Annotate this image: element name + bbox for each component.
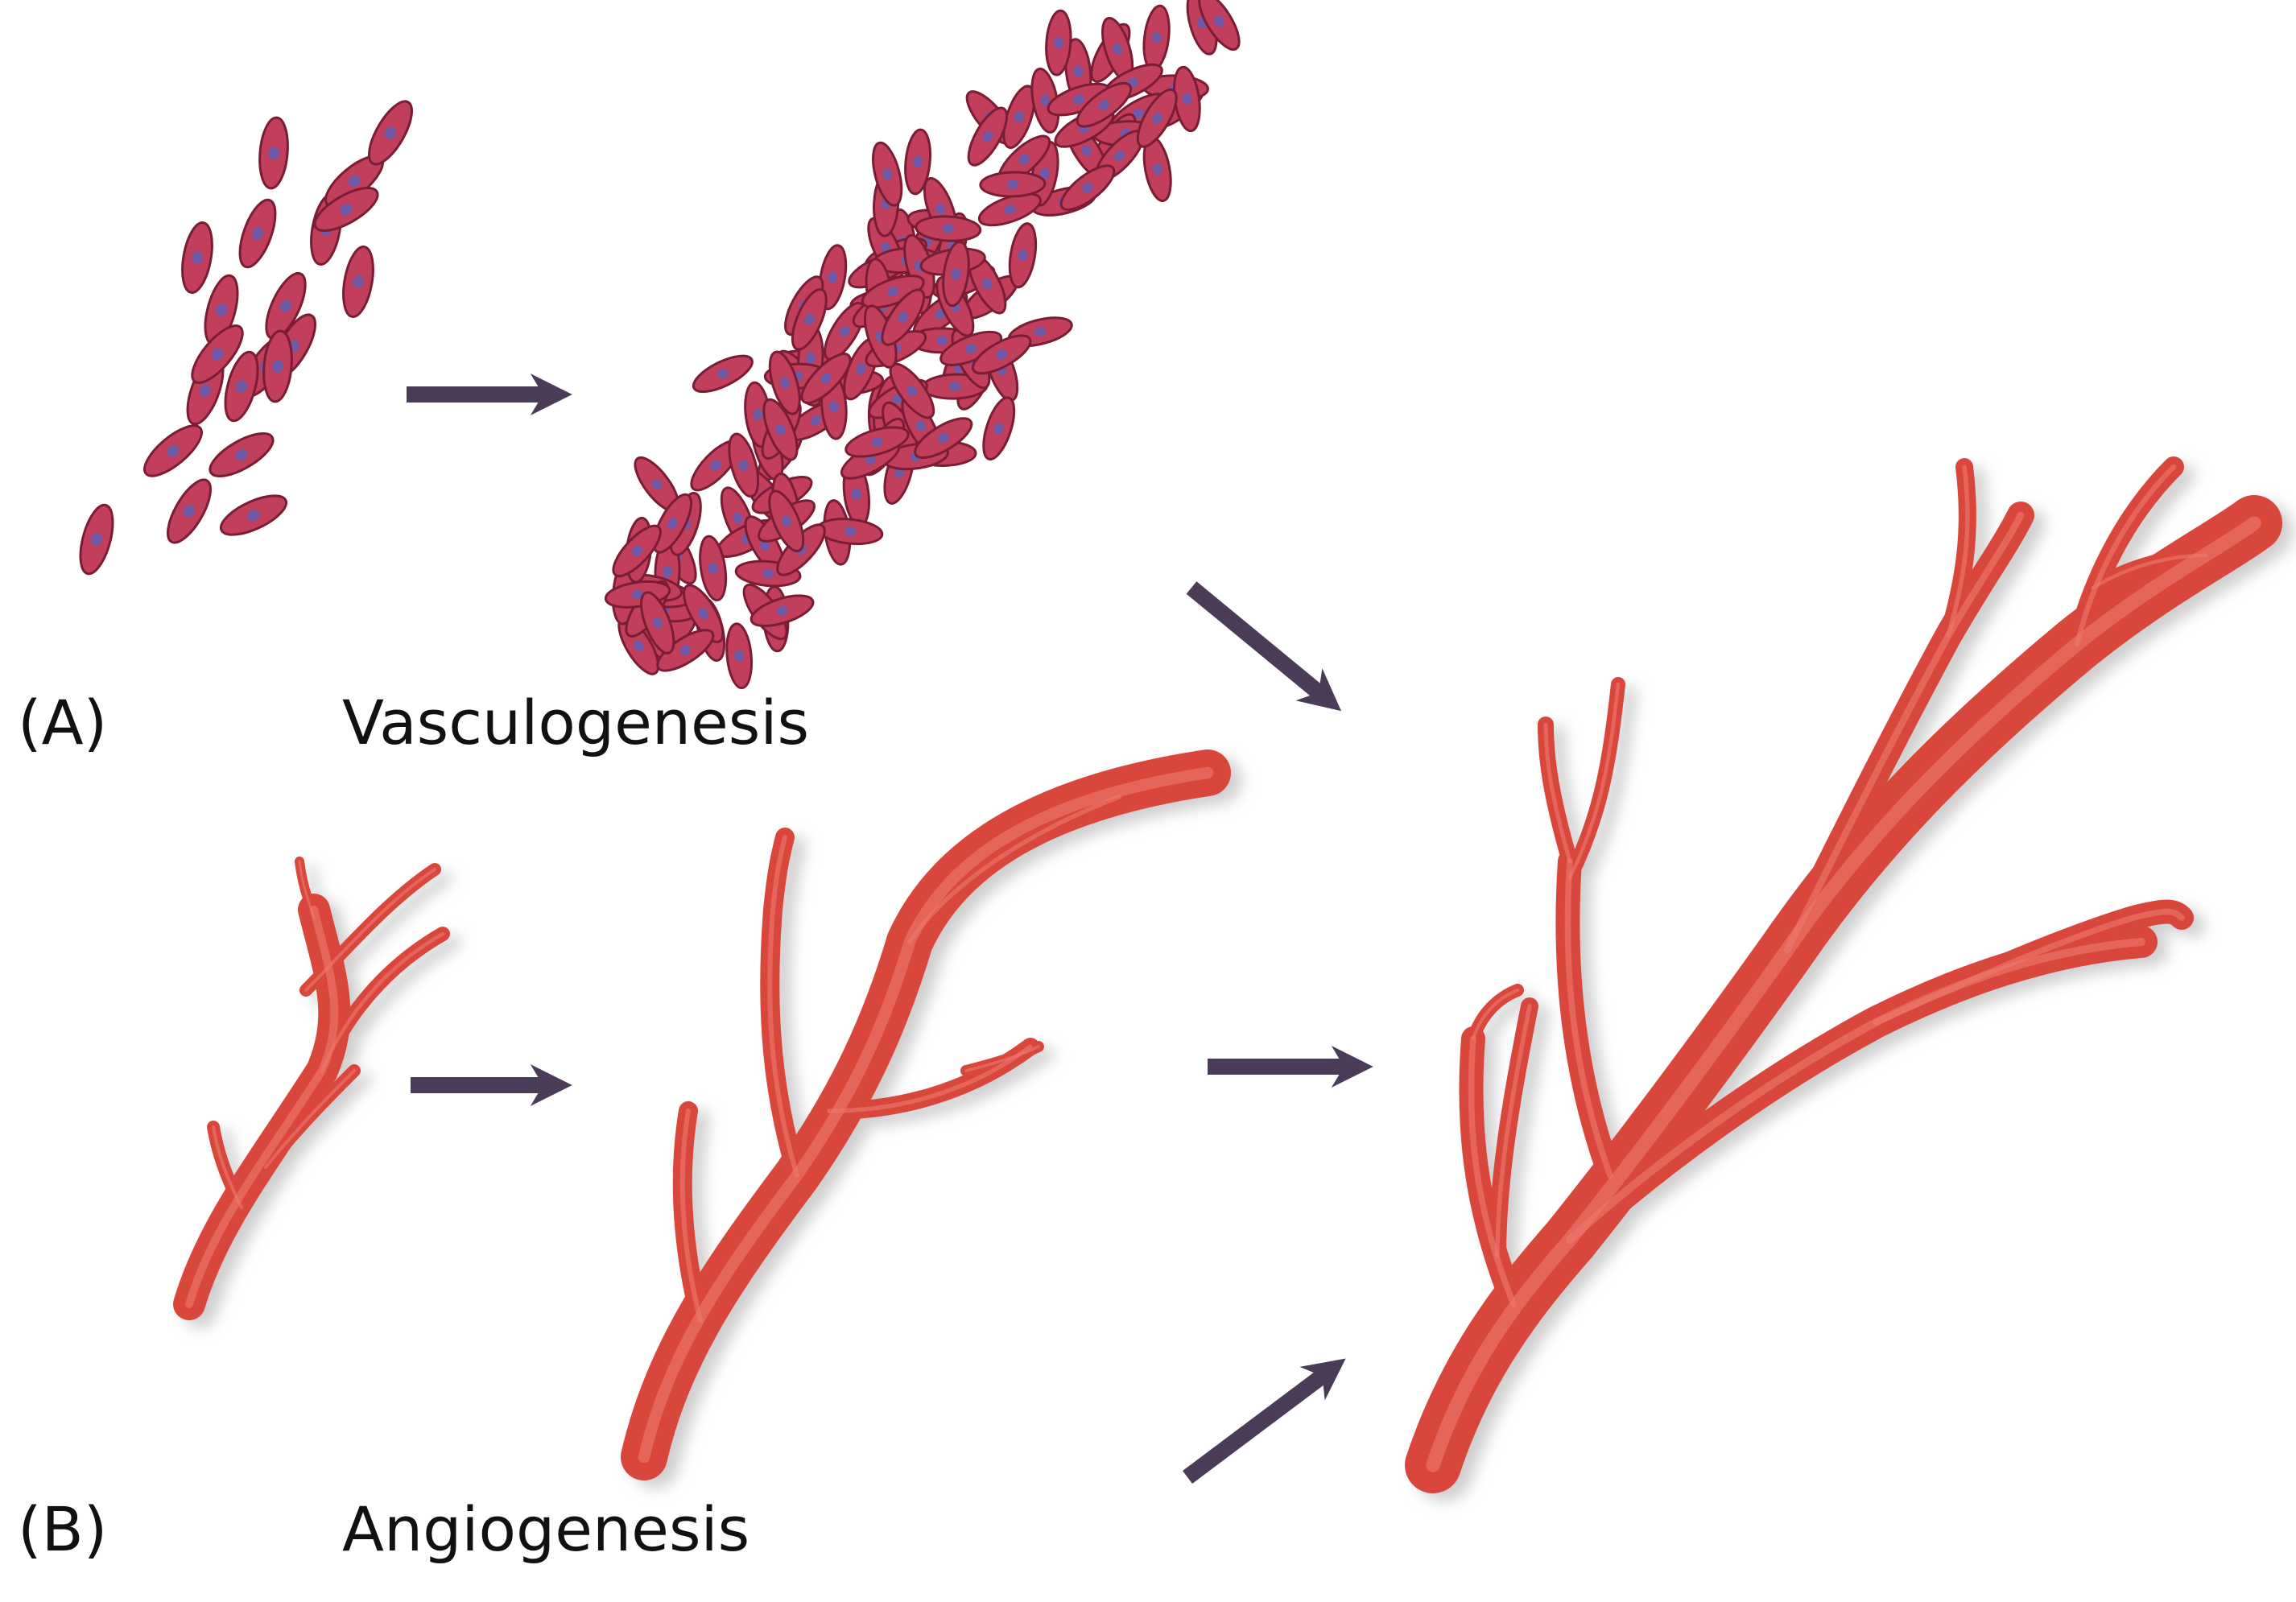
- network-cell: [1008, 222, 1038, 289]
- network-cell: [872, 141, 903, 207]
- network-cell: [1136, 88, 1178, 148]
- network-cell: [612, 524, 662, 578]
- network-cell: [861, 275, 925, 309]
- network-cell: [881, 288, 926, 346]
- network-cell: [768, 350, 801, 415]
- network-cell: [750, 594, 815, 627]
- network-cell: [863, 304, 898, 369]
- network-cell: [915, 215, 982, 242]
- scattered-cell: [342, 246, 374, 318]
- branching-vessel: [621, 749, 1242, 1488]
- network-cell: [656, 629, 715, 672]
- network-cell: [692, 354, 754, 394]
- network-cell: [971, 334, 1032, 375]
- panel-a-title: Vasculogenesis: [342, 687, 810, 758]
- primitive-vascular-network: [604, 0, 1241, 690]
- scattered-cell: [258, 116, 289, 190]
- panel-a-label: (A): [18, 687, 108, 758]
- scattered-cell: [79, 503, 114, 576]
- network-cell: [652, 493, 692, 554]
- network-cell: [979, 171, 1047, 198]
- network-cell: [640, 591, 675, 654]
- mature-vascular-tree: [1405, 456, 2294, 1501]
- network-cell: [939, 330, 1003, 366]
- network-cell: [844, 426, 910, 458]
- scattered-cell: [224, 350, 259, 423]
- network-cell: [699, 535, 728, 601]
- scattered-cell: [143, 424, 203, 477]
- scattered-cell: [238, 198, 277, 269]
- network-cell: [800, 353, 852, 404]
- network-cell: [1045, 9, 1072, 76]
- scattered-cell: [368, 100, 413, 166]
- panel-b-title: Angiogenesis: [342, 1493, 750, 1565]
- network-cell: [683, 584, 725, 643]
- network-cell: [914, 417, 973, 459]
- network-cell: [1142, 4, 1171, 72]
- network-cell: [1198, 0, 1241, 51]
- scattered-cell: [181, 221, 213, 294]
- network-cell: [977, 192, 1042, 227]
- scattered-cell: [262, 329, 293, 403]
- network-cell: [1076, 82, 1133, 128]
- scattered-cell: [219, 494, 288, 536]
- arrow-network-to-tree: [1186, 581, 1342, 712]
- network-cell: [791, 287, 828, 351]
- process-arrows: [407, 374, 1373, 1484]
- network-cell: [1059, 164, 1116, 211]
- network-cell: [762, 398, 799, 461]
- scattered-cell: [265, 271, 307, 341]
- scattered-cell: [191, 324, 244, 384]
- network-cell: [967, 106, 1009, 167]
- network-cell: [728, 432, 760, 498]
- scattered-cell: [167, 478, 212, 544]
- panel-b-label: (B): [18, 1493, 108, 1565]
- network-cell: [768, 489, 805, 553]
- vessel-branch: [1405, 495, 2282, 1493]
- small-vessel-sprout: [173, 857, 461, 1328]
- scattered-angioblast-cells: [79, 100, 413, 576]
- scattered-cell: [209, 432, 275, 477]
- arrow-bottom-to-tree: [1183, 1358, 1346, 1484]
- network-cell: [744, 381, 772, 448]
- network-cell: [942, 240, 970, 308]
- network-cell: [725, 622, 754, 690]
- network-cell: [904, 128, 931, 196]
- network-cell: [982, 396, 1016, 460]
- scattered-cell: [313, 187, 379, 232]
